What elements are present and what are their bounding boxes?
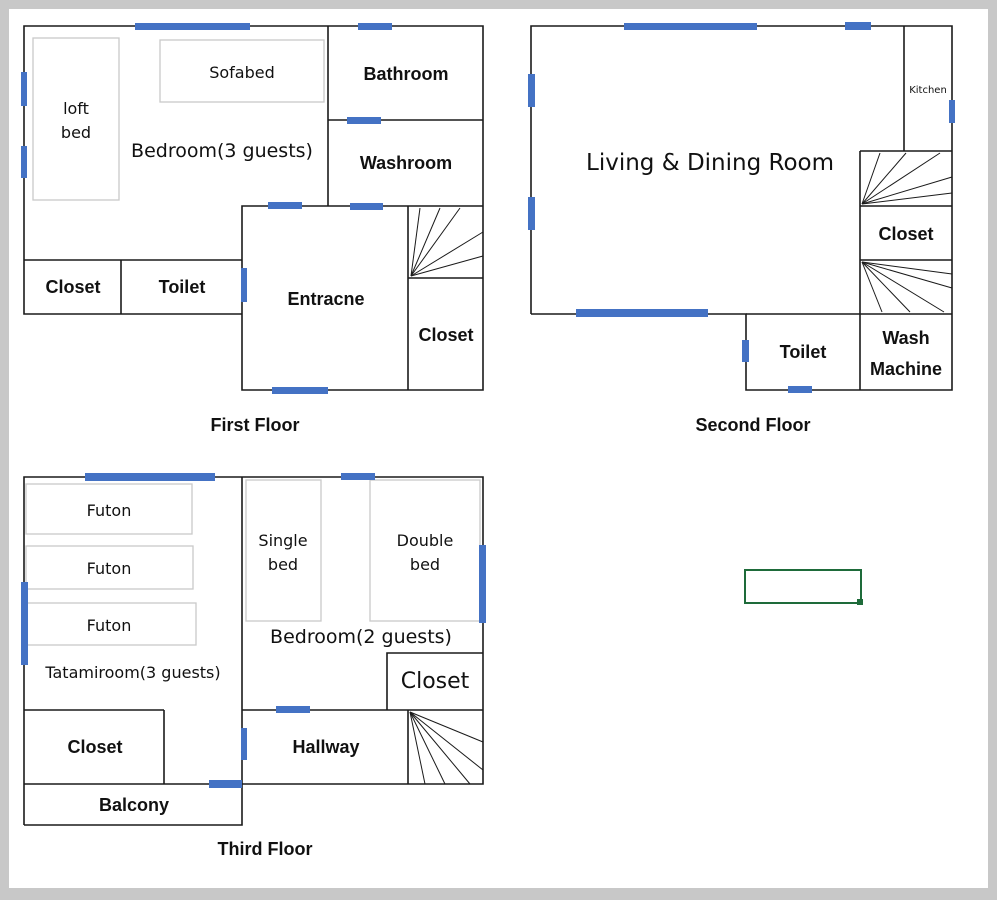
window <box>272 387 328 394</box>
window <box>528 197 535 230</box>
window <box>788 386 812 393</box>
third-floor-wall <box>386 652 483 710</box>
first-floor-plan: loft bed Sofabed Bedroom(3 guests) Bathr… <box>21 23 484 435</box>
third-floor-plan: Futon Futon Futon Tatamiroom(3 guests) C… <box>21 473 486 859</box>
hallway-label: Hallway <box>292 737 359 757</box>
closet-label: Closet <box>45 277 100 297</box>
toilet-label: Toilet <box>159 277 206 297</box>
third-floor-outer-wall <box>23 476 484 826</box>
window <box>276 706 310 713</box>
futon <box>25 545 194 590</box>
balcony-label: Balcony <box>99 795 169 815</box>
living-dining-room-label: Living & Dining Room <box>586 150 834 176</box>
selected-cell[interactable] <box>744 569 863 605</box>
single-bed-label: Single <box>258 531 307 550</box>
window <box>479 545 486 623</box>
floor-plan: loft bed Sofabed Bedroom(3 guests) Bathr… <box>21 22 955 859</box>
window <box>576 309 708 317</box>
loft-bed-label: bed <box>61 123 91 142</box>
window <box>21 582 28 665</box>
window <box>21 146 27 178</box>
window <box>528 74 535 107</box>
window <box>358 23 392 30</box>
toilet-label: Toilet <box>780 342 827 362</box>
window <box>135 23 250 30</box>
single-bed-label: bed <box>268 555 298 574</box>
double-bed <box>369 479 481 622</box>
second-floor-stairs <box>861 152 953 313</box>
window <box>85 473 215 481</box>
washroom-label: Washroom <box>360 153 452 173</box>
futon-label: Futon <box>87 616 132 635</box>
single-bed <box>245 479 322 622</box>
window <box>209 780 242 788</box>
bathroom-label: Bathroom <box>364 64 449 84</box>
wash-machine-label: Wash <box>882 328 929 348</box>
first-floor-caption: First Floor <box>211 415 300 435</box>
window <box>742 340 749 362</box>
double-bed-label: Double <box>397 531 454 550</box>
window <box>949 100 955 123</box>
window <box>845 22 871 30</box>
second-floor-caption: Second Floor <box>695 415 810 435</box>
futon <box>25 602 197 646</box>
sofabed-label: Sofabed <box>209 63 275 82</box>
third-floor-stairs <box>409 711 484 785</box>
wash-machine-label: Machine <box>870 359 942 379</box>
entrance-label: Entracne <box>287 289 364 309</box>
window <box>347 117 381 124</box>
bedroom-2-guests-label: Bedroom(2 guests) <box>270 626 452 648</box>
first-floor-stairs <box>410 207 484 277</box>
futon <box>25 483 193 535</box>
second-floor-plan: Living & Dining Room Kitchen Closet Toil… <box>528 22 955 435</box>
window <box>268 202 302 209</box>
closet-label: Closet <box>67 737 122 757</box>
double-bed-label: bed <box>410 555 440 574</box>
futon-label: Futon <box>87 501 132 520</box>
closet-label: Closet <box>878 224 933 244</box>
window <box>241 268 247 302</box>
floor-plan-sheet: loft bed Sofabed Bedroom(3 guests) Bathr… <box>9 9 988 888</box>
sofabed <box>159 39 325 103</box>
window <box>624 23 757 30</box>
loft-bed-label: loft <box>63 99 89 118</box>
bedroom-3-guests-label: Bedroom(3 guests) <box>131 140 313 162</box>
window <box>350 203 383 210</box>
fill-handle[interactable] <box>857 599 863 605</box>
window <box>341 473 375 480</box>
kitchen-label: Kitchen <box>909 85 947 96</box>
loft-bed <box>32 37 120 201</box>
closet-label: Closet <box>418 325 473 345</box>
futon-label: Futon <box>87 559 132 578</box>
tatami-room-label: Tatamiroom(3 guests) <box>44 663 220 682</box>
closet-label: Closet <box>401 669 470 694</box>
window <box>241 728 247 760</box>
first-floor-outer-wall <box>23 25 484 391</box>
third-floor-caption: Third Floor <box>218 839 313 859</box>
window <box>21 72 27 106</box>
